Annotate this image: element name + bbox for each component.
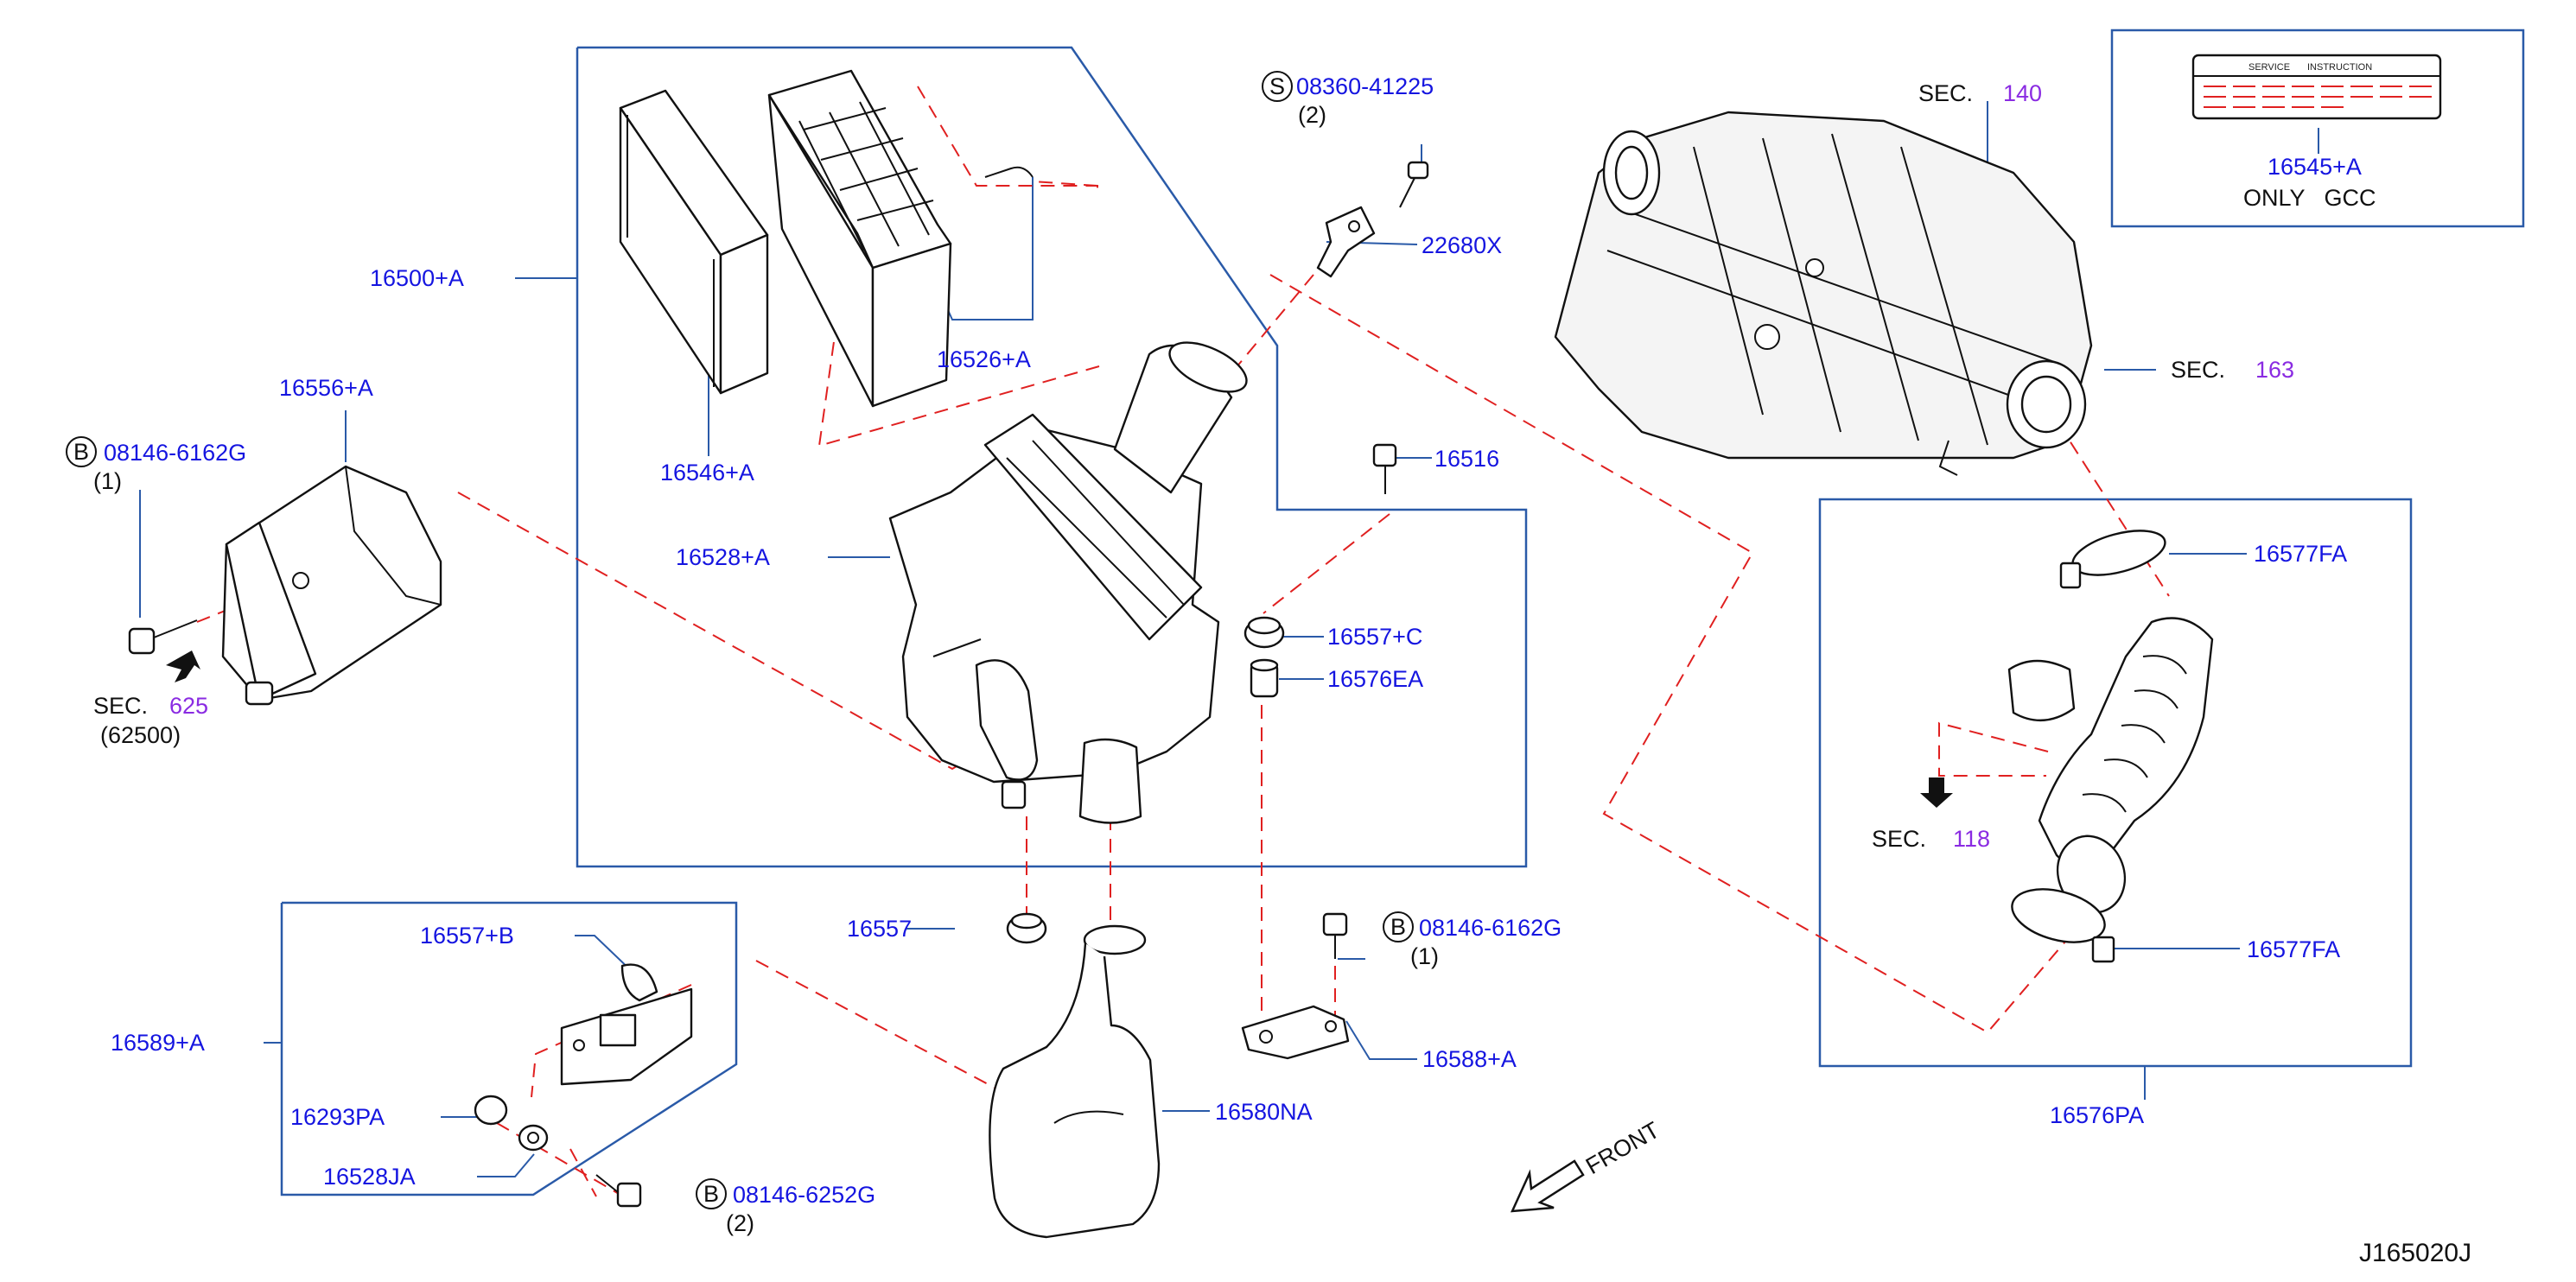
part-label-16557B: 16557+B [420, 923, 514, 949]
labels: S 08360-41225 (2) 22680X 16500+A 16526+A… [73, 62, 2471, 1267]
bolt-left-part-number: 08146-6162G [104, 440, 246, 466]
part-label-16576EA: 16576EA [1327, 666, 1423, 692]
sec-118-number: 118 [1953, 826, 1990, 852]
part-label-16557C: 16557+C [1327, 624, 1422, 650]
fastener-marker-b-bottom: B [703, 1181, 719, 1207]
bolt-16516-drawing [1372, 443, 1397, 494]
inset-note-gcc: ONLY GCC [2243, 185, 2376, 211]
grommet-16557-drawing [1006, 912, 1047, 944]
resonator-drawing [989, 924, 1161, 1239]
screw-part-number: 08360-41225 [1296, 73, 1434, 99]
part-label-16500A: 16500+A [370, 265, 464, 291]
front-label: FRONT [1581, 1117, 1664, 1179]
part-label-16580NA: 16580NA [1215, 1099, 1313, 1125]
upper-cover-drawing [767, 69, 1034, 408]
bolt-left-drawing [128, 619, 198, 655]
part-label-22680X: 22680X [1422, 232, 1502, 258]
fastener-marker-s: S [1269, 73, 1285, 99]
sec-625-number: 625 [169, 693, 208, 719]
part-label-16528A: 16528+A [676, 544, 770, 570]
front-arrow-icon [1510, 1159, 1585, 1213]
air-cleaner-case-drawing [888, 341, 1248, 824]
sec-625-arrow-icon [166, 651, 200, 682]
bolt-bracket-part-number: 08146-6162G [1419, 915, 1562, 941]
intake-manifold-drawing [1554, 111, 2093, 476]
inset-header-instruction: INSTRUCTION [2307, 62, 2372, 73]
part-label-16293PA: 16293PA [290, 1104, 385, 1130]
arrows [166, 651, 1953, 1213]
bolt-bracket-qty: (1) [1410, 943, 1439, 969]
part-label-16589A: 16589+A [111, 1030, 205, 1056]
leader-lines [139, 101, 2319, 1177]
sec-140-prefix: SEC. [1918, 80, 1973, 106]
fastener-markers [66, 71, 1414, 1209]
label-inset-frame [2110, 29, 2525, 228]
part-label-16576PA: 16576PA [2050, 1102, 2144, 1128]
part-label-16577FA-top: 16577FA [2254, 541, 2347, 567]
part-label-16526A: 16526+A [937, 346, 1031, 372]
sec-118-arrow-icon [1920, 777, 1953, 808]
sec-163-number: 163 [2255, 357, 2294, 383]
diagram-code: J165020J [2359, 1239, 2471, 1267]
duct-group-frame [1818, 498, 2413, 1068]
screw-qty: (2) [1298, 102, 1326, 128]
sec-118-prefix: SEC. [1872, 826, 1926, 852]
part-label-16546A: 16546+A [660, 460, 754, 486]
fastener-marker-b-bracket: B [1390, 914, 1406, 940]
bolt-bottom-qty: (2) [726, 1210, 754, 1236]
part-label-16528JA: 16528JA [323, 1164, 416, 1190]
inlet-duct-drawing [221, 465, 442, 706]
air-cleaner-frame [576, 46, 1528, 868]
part-label-16556A: 16556+A [279, 375, 373, 401]
part-label-16516: 16516 [1434, 446, 1499, 472]
sec-625-prefix: SEC. [93, 693, 148, 719]
service-label-drawing [2191, 54, 2442, 120]
bracket-16588-drawing [1241, 912, 1350, 1060]
part-label-16588A: 16588+A [1422, 1046, 1517, 1072]
sec-163-prefix: SEC. [2171, 357, 2225, 383]
intake-duct-drawing [2007, 530, 2214, 963]
bracket-group-frame [280, 901, 738, 1196]
part-label-16557: 16557 [847, 916, 912, 942]
fastener-marker-b-left: B [73, 439, 89, 465]
airflow-sensor-drawing [1316, 161, 1429, 278]
inset-header-service: SERVICE [2248, 62, 2290, 73]
bolt-bottom-part-number: 08146-6252G [733, 1182, 875, 1208]
bracket-group-drawing [474, 963, 693, 1208]
bolt-left-qty: (1) [93, 468, 122, 494]
sec-625-sub: (62500) [100, 722, 181, 748]
part-label-16545A: 16545+A [2268, 154, 2362, 180]
filter-element-drawing [619, 89, 769, 395]
sec-140-number: 140 [2003, 80, 2042, 106]
grommet-collar-drawing [1243, 616, 1285, 698]
part-label-16577FA-bottom: 16577FA [2247, 936, 2340, 962]
